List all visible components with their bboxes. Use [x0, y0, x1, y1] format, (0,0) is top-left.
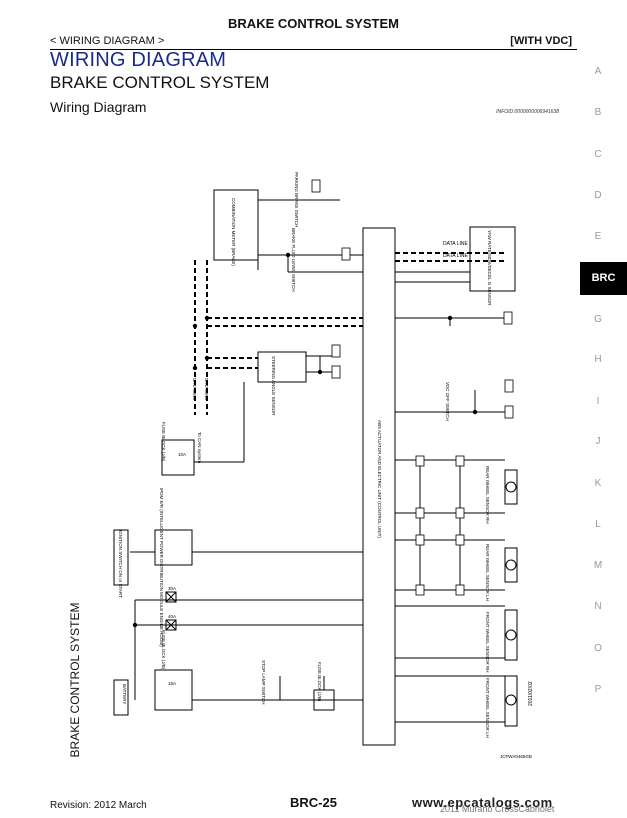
- front-lh-sensor-box: [504, 675, 518, 727]
- ignition-switch-box: [113, 529, 129, 586]
- section-title: WIRING DIAGRAM: [50, 49, 227, 71]
- fuse-block-jb-label: FUSE BLOCK (J/B): [317, 662, 322, 702]
- tab-brc[interactable]: BRC: [580, 262, 627, 295]
- breadcrumb[interactable]: < WIRING DIAGRAM >: [50, 35, 165, 47]
- fuse-block-bottom-label: FUSE BLOCK (J/B): [161, 630, 166, 670]
- index-letter-p[interactable]: P: [594, 684, 602, 695]
- index-letter-b[interactable]: B: [594, 107, 602, 118]
- front-rh-sensor-box: [504, 609, 518, 661]
- footer-watermark[interactable]: www.epcatalogs.com: [412, 795, 553, 810]
- abs-actuator-box: [362, 227, 396, 746]
- index-letter-m[interactable]: M: [593, 560, 603, 571]
- section-subtitle: BRAKE CONTROL SYSTEM: [50, 73, 270, 92]
- index-letter-a[interactable]: A: [594, 66, 602, 77]
- yaw-rate-sensor-box: [469, 226, 516, 292]
- front-rh-label: FRONT WHEEL SENSOR RH: [485, 612, 490, 673]
- index-letter-i[interactable]: I: [596, 396, 600, 407]
- diagram-vertical-title: BRAKE CONTROL SYSTEM: [68, 602, 82, 758]
- data-line-label-bottom: DATA LINE: [443, 253, 468, 259]
- rear-rh-label: REAR WHEEL SENSOR RH: [485, 466, 490, 524]
- info-id: INFOID:0000000006941638: [496, 109, 559, 115]
- fuse-40a-label: 40A: [168, 614, 176, 619]
- fuse-block-top-box: [161, 439, 195, 476]
- parking-brake-label: PARKING BRAKE SWITCH: [294, 172, 299, 227]
- index-letter-d[interactable]: D: [594, 190, 602, 201]
- fuse-30a-label: 30A: [168, 586, 176, 591]
- diagram-title: Wiring Diagram: [50, 99, 147, 115]
- index-letter-o[interactable]: O: [594, 643, 602, 654]
- index-letter-e[interactable]: E: [594, 231, 602, 242]
- front-lh-label: FRONT WHEEL SENSOR LH: [485, 678, 490, 738]
- vdc-off-label: VDC OFF SWITCH: [445, 382, 450, 421]
- rear-rh-sensor-box: [504, 469, 518, 505]
- doc-code: JCFWA0465GB: [500, 754, 532, 759]
- battery-label: BATTERY: [122, 684, 127, 704]
- variant-label: [WITH VDC]: [510, 35, 572, 47]
- index-letter-g[interactable]: G: [594, 314, 602, 325]
- diagram-date: 2011/02/02: [528, 681, 534, 706]
- data-line-label-top: DATA LINE: [443, 241, 468, 247]
- footer-revision: Revision: 2012 March: [50, 800, 147, 811]
- steering-angle-sensor-box: [257, 351, 307, 383]
- fuse-block-bottom-box: [154, 669, 193, 711]
- brake-fluid-label: BRAKE FLUID LEVEL SWITCH: [291, 228, 296, 292]
- footer-page-number: BRC-25: [290, 795, 337, 810]
- header-rule: [50, 49, 577, 50]
- rear-lh-label: REAR WHEEL SENSOR LH: [485, 544, 490, 601]
- index-letter-h[interactable]: H: [594, 354, 602, 365]
- abs-actuator-label: ABS ACTUATOR AND ELECTRIC UNIT (CONTROL …: [377, 420, 382, 538]
- footer-model: 2011 Murano CrossCabriolet: [440, 804, 555, 814]
- ipdm-label: IPDM E/R (INTELLIGENT POWER DISTRIBUTION…: [159, 488, 164, 647]
- steering-angle-label: STEERING ANGLE SENSOR: [271, 356, 276, 416]
- combination-meter-box: [213, 189, 259, 261]
- data-line-label-left-b: DATA LINE: [204, 378, 209, 400]
- stop-lamp-label: STOP LAMP SWITCH: [261, 660, 266, 705]
- ignition-switch-label: IGNITION SWITCH ON or START: [118, 530, 123, 598]
- fuse-block-top-label: FUSE BLOCK (J/B): [161, 422, 166, 462]
- data-line-label-left-a: DATA LINE: [192, 378, 197, 400]
- fuse-15a-label: 15A: [168, 681, 176, 686]
- combination-meter-label: COMBINATION METER (BRAKE): [231, 198, 236, 266]
- to-can-label: To CAN system: [197, 432, 202, 463]
- rear-lh-sensor-box: [504, 547, 518, 583]
- index-letter-c[interactable]: C: [594, 149, 602, 160]
- index-letter-j[interactable]: J: [595, 436, 601, 447]
- index-letter-n[interactable]: N: [594, 601, 602, 612]
- ipdm-box: [154, 529, 193, 566]
- index-letter-k[interactable]: K: [594, 478, 602, 489]
- battery-box: [113, 679, 129, 716]
- yaw-rate-label: YAW RATE/SIDE/DECEL G SENSOR: [487, 230, 492, 306]
- fuse-10a-label: 10A: [178, 452, 186, 457]
- page-header-title: BRAKE CONTROL SYSTEM: [228, 16, 399, 31]
- index-letter-l[interactable]: L: [595, 519, 601, 530]
